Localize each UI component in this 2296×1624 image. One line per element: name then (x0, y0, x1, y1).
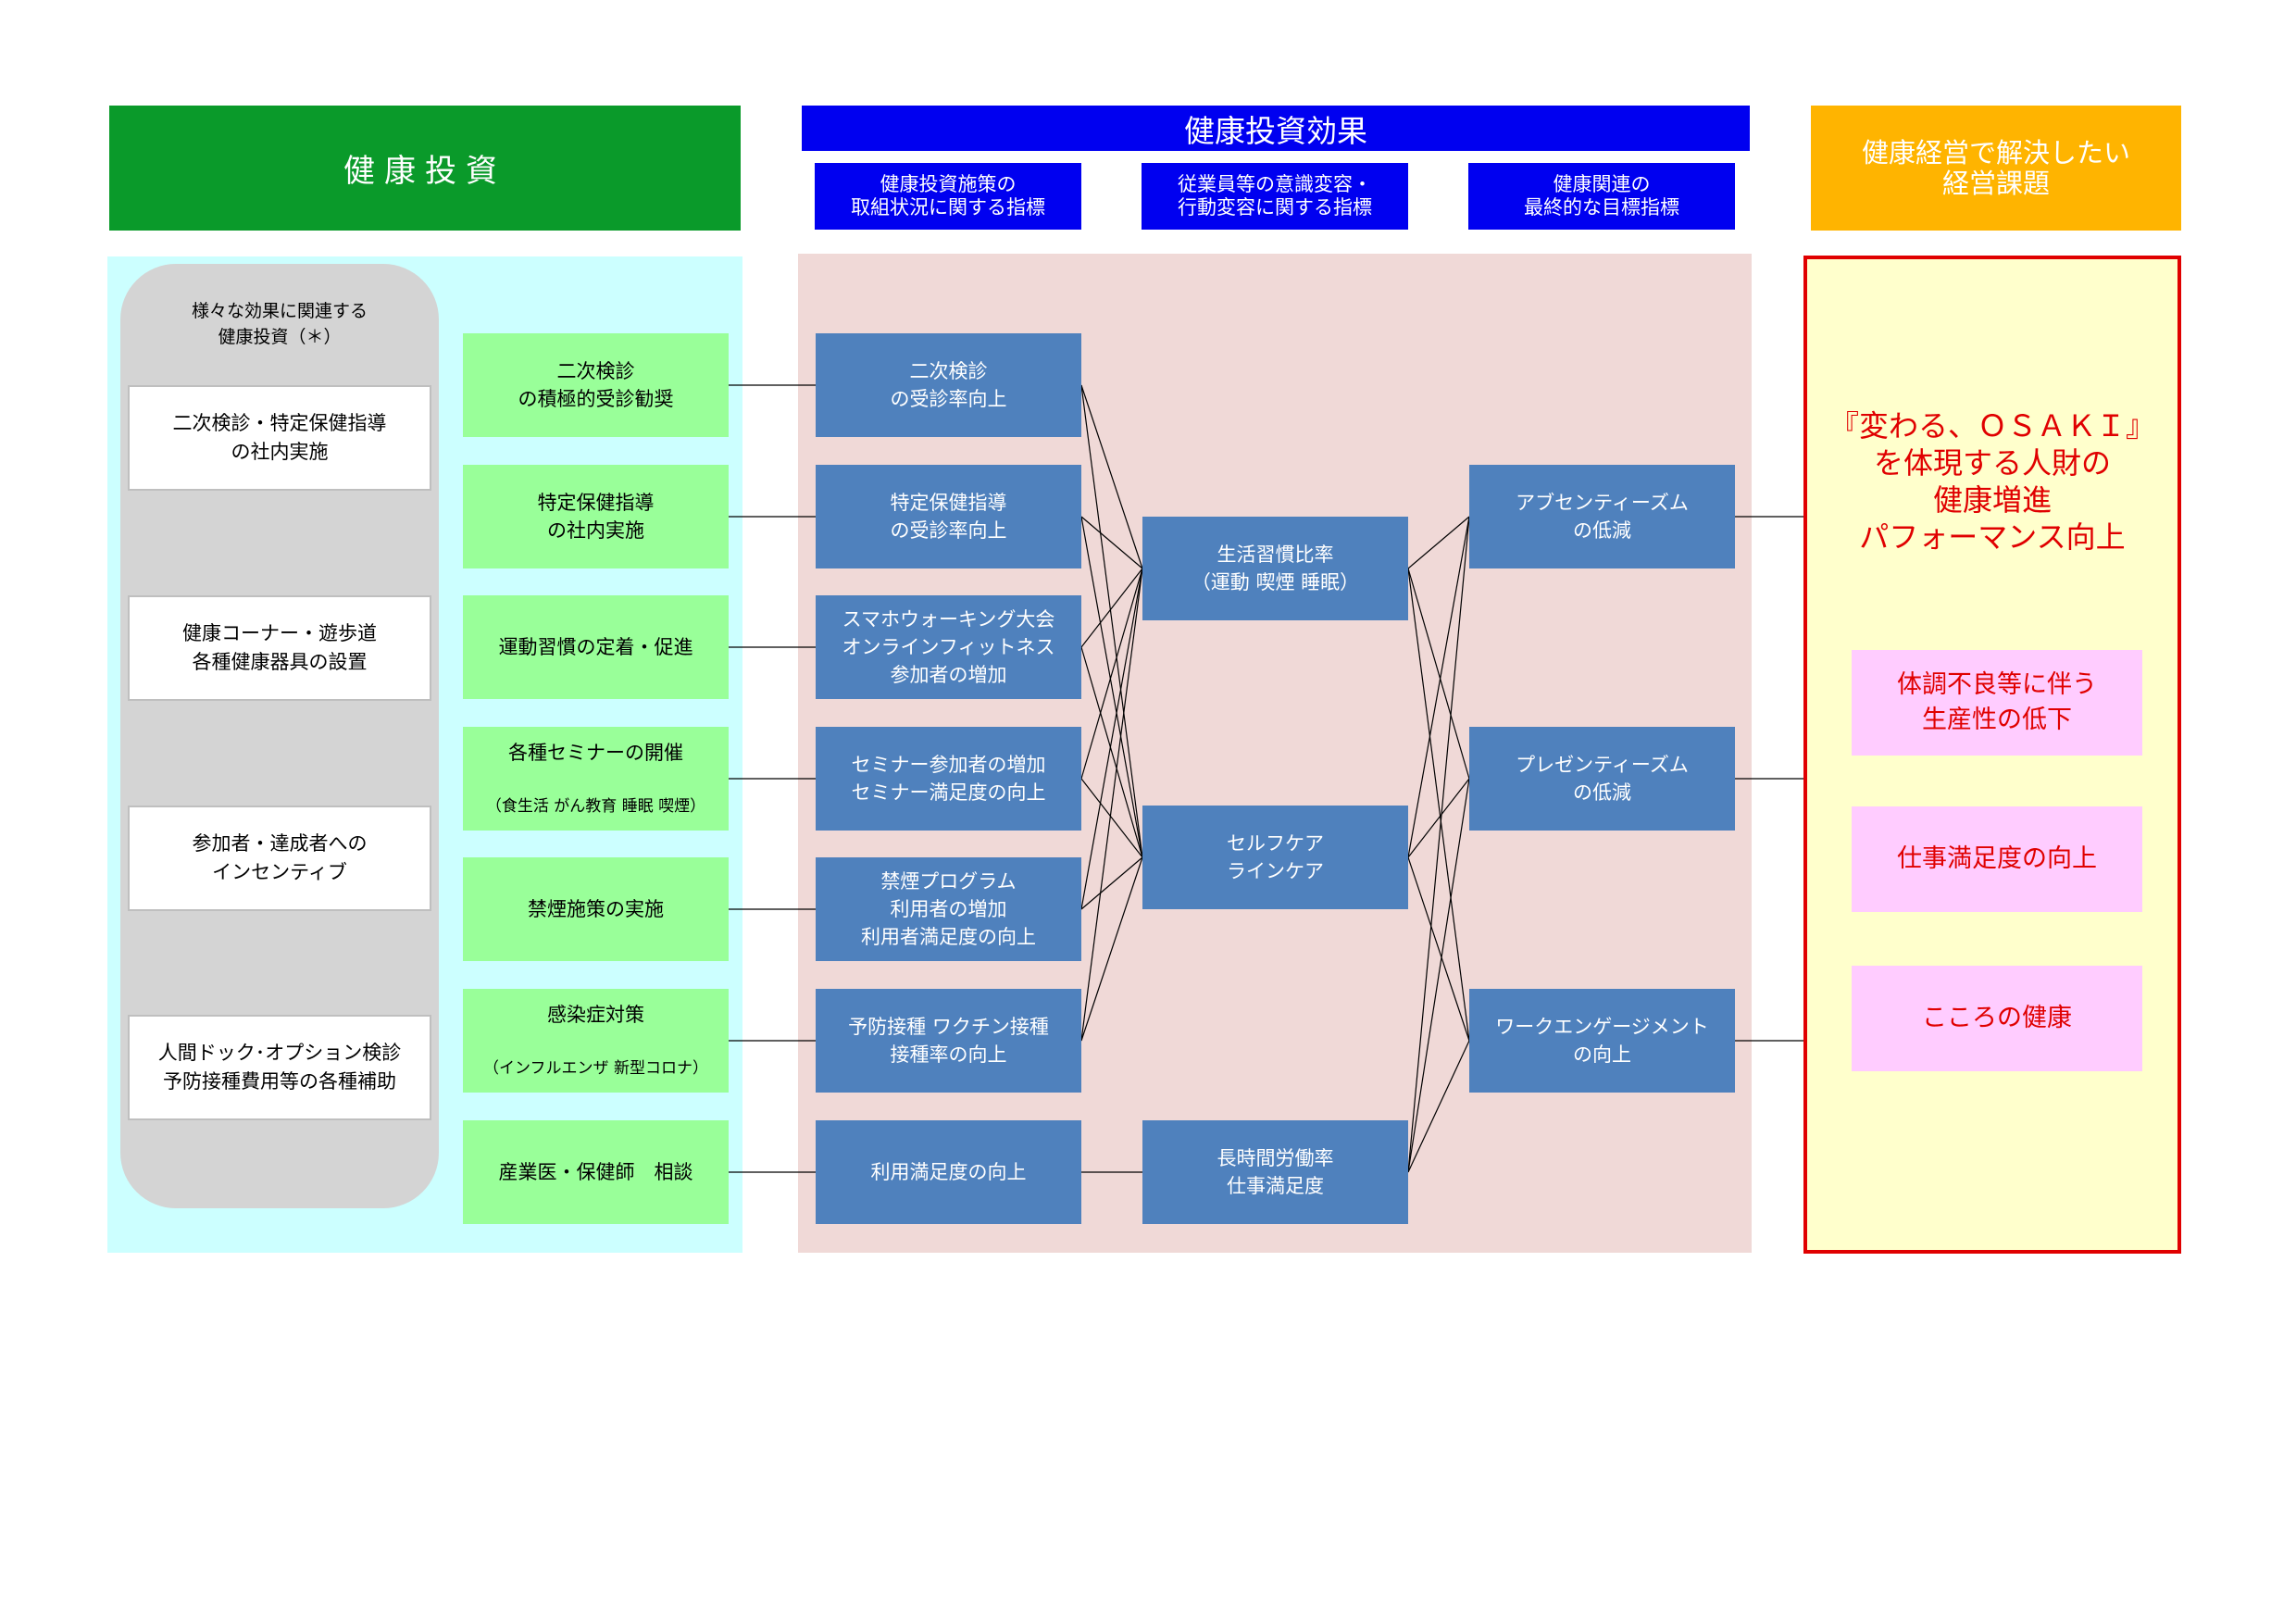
final-indicator: アブセンティーズム の低減 (1469, 465, 1735, 568)
issue-item: 体調不良等に伴う 生産性の低下 (1852, 650, 2142, 756)
investment-label: 禁煙施策の実施 (528, 898, 664, 920)
investment-item: 各種セミナーの開催 （食生活 がん教育 睡眠 喫煙） (463, 727, 729, 831)
connector-line (1080, 856, 1143, 1042)
investment-item: 感染症対策 （インフルエンザ 新型コロナ） (463, 989, 729, 1093)
connector-line (1080, 568, 1143, 1042)
investment-label: 特定保健指導 の社内実施 (537, 492, 655, 542)
investment-label: 感染症対策 (547, 1004, 644, 1026)
effort-indicator: 二次検診 の受診率向上 (816, 333, 1081, 437)
connector-line (1080, 856, 1143, 910)
effort-indicator: スマホウォーキング大会 オンラインフィットネス 参加者の増加 (816, 595, 1081, 699)
general-investment-item: 参加者・達成者への インセンティブ (128, 806, 431, 911)
general-investment-item: 人間ドック･オプション検診 予防接種費用等の各種補助 (128, 1015, 431, 1120)
investment-label: 産業医・保健師 相談 (498, 1161, 693, 1183)
investment-item: 産業医・保健師 相談 (463, 1120, 729, 1224)
investment-label: 二次検診 の積極的受診勧奨 (518, 360, 674, 410)
connector-line (1407, 516, 1470, 569)
investment-item: 運動習慣の定着・促進 (463, 595, 729, 699)
effect-subheader-effort: 健康投資施策の 取組状況に関する指標 (815, 163, 1081, 230)
issue-header: 健康経営で解決したい 経営課題 (1811, 106, 2181, 231)
connector-line (1407, 568, 1470, 1042)
effect-header-label: 健康投資効果 (1184, 112, 1367, 149)
connector-line (1080, 516, 1143, 569)
final-indicator: プレゼンティーズム の低減 (1469, 727, 1735, 831)
investment-item: 禁煙施策の実施 (463, 857, 729, 961)
behavior-indicator: 生活習慣比率 （運動 喫煙 睡眠） (1142, 517, 1408, 620)
investment-header: 健康投資 (109, 106, 741, 231)
effect-header: 健康投資効果 (802, 106, 1750, 151)
connector-line (1080, 384, 1143, 858)
effort-indicator: セミナー参加者の増加 セミナー満足度の向上 (816, 727, 1081, 831)
effort-indicator: 特定保健指導 の受診率向上 (816, 465, 1081, 568)
investment-item: 特定保健指導 の社内実施 (463, 465, 729, 568)
connector-line (1080, 778, 1143, 858)
connector-line (1407, 778, 1470, 1173)
behavior-indicator: 長時間労働率 仕事満足度 (1142, 1120, 1408, 1224)
connector-line (1080, 568, 1143, 780)
general-investment-title: 様々な効果に関連する 健康投資（＊） (191, 301, 368, 347)
investment-sublabel: （インフルエンザ 新型コロナ） (483, 1059, 708, 1078)
issue-main-statement: 『変わる、ＯＳＡＫＩ』 を体現する人財の 健康増進 パフォーマンス向上 (1828, 408, 2155, 555)
connector-line (1407, 516, 1470, 1173)
general-investment-item: 二次検診・特定保健指導 の社内実施 (128, 385, 431, 491)
effect-subheader-final: 健康関連の 最終的な目標指標 (1468, 163, 1735, 230)
investment-label: 各種セミナーの開催 (508, 742, 683, 764)
connector-line (1407, 778, 1470, 858)
behavior-indicator: セルフケア ラインケア (1142, 806, 1408, 909)
effort-indicator: 予防接種 ワクチン接種 接種率の向上 (816, 989, 1081, 1093)
general-investment-item: 健康コーナー・遊歩道 各種健康器具の設置 (128, 595, 431, 701)
connector-line (1080, 646, 1143, 858)
final-indicator: ワークエンゲージメント の向上 (1469, 989, 1735, 1093)
connector-line (1080, 568, 1143, 910)
effect-subheader-behavior: 従業員等の意識変容・ 行動変容に関する指標 (1142, 163, 1408, 230)
connector-line (1080, 568, 1143, 648)
effort-indicator: 禁煙プログラム 利用者の増加 利用者満足度の向上 (816, 857, 1081, 961)
investment-label: 運動習慣の定着・促進 (498, 636, 693, 658)
connector-line (1407, 1040, 1470, 1173)
connector-line (1407, 568, 1470, 780)
investment-sublabel: （食生活 がん教育 睡眠 喫煙） (485, 797, 706, 816)
investment-header-label: 健康投資 (343, 153, 506, 190)
connector-line (1407, 856, 1470, 1042)
connector-line (1080, 516, 1143, 858)
effort-indicator: 利用満足度の向上 (816, 1120, 1081, 1224)
issue-item: こころの健康 (1852, 966, 2142, 1071)
connector-line (1407, 516, 1470, 858)
connector-line (1080, 384, 1143, 569)
investment-item: 二次検診 の積極的受診勧奨 (463, 333, 729, 437)
issue-item: 仕事満足度の向上 (1852, 806, 2142, 912)
